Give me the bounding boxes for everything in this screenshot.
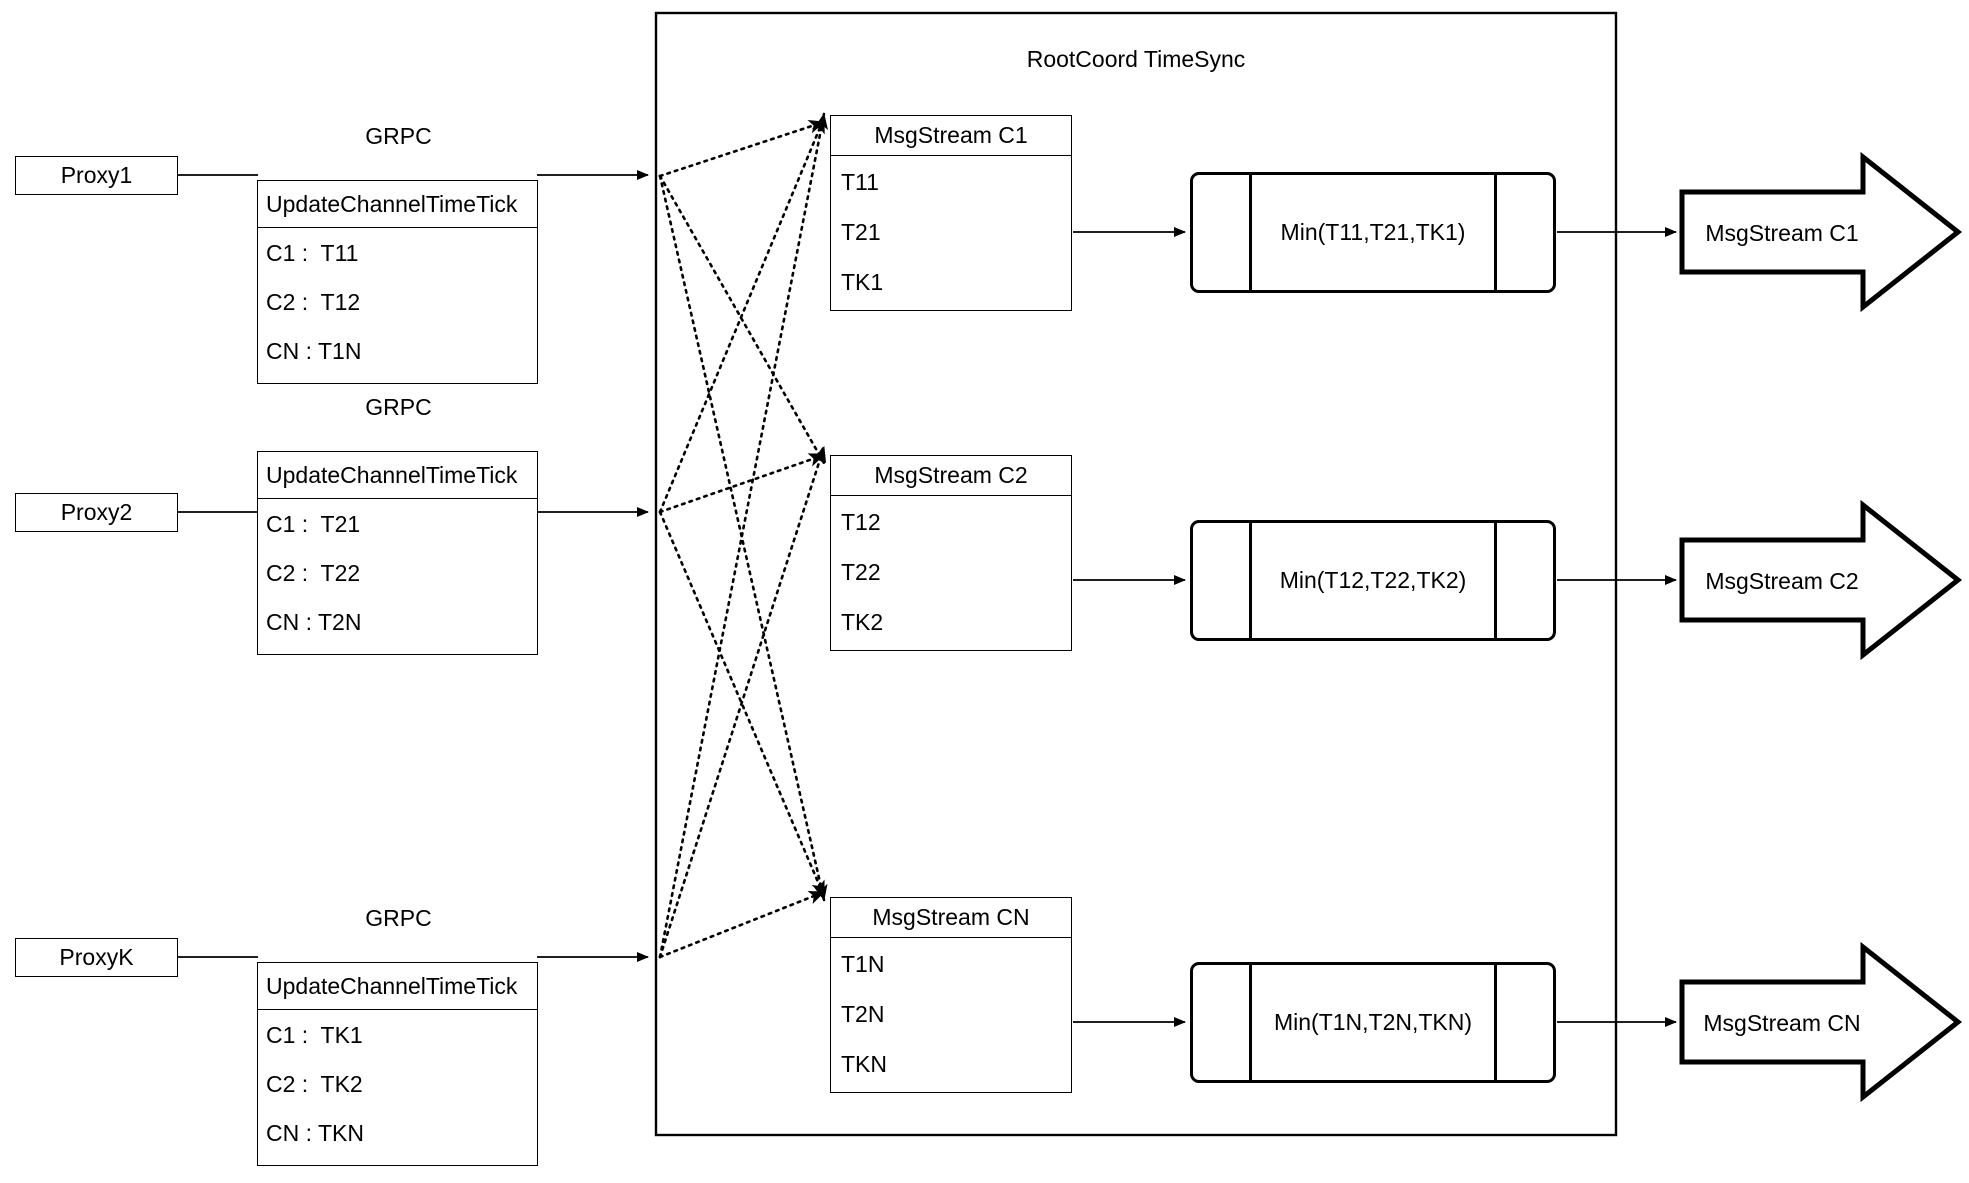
min-process-box-1: Min(T11,T21,TK1) [1190,171,1556,294]
request-box-3: UpdateChannelTimeTick C1 : TK1 C2 : TK2 … [257,962,538,1166]
request-entry: C2 : T22 [266,560,361,586]
proxy-box-2[interactable]: Proxy2 [15,493,178,532]
msgstream-tick: T21 [841,219,881,245]
request-box-2-title: UpdateChannelTimeTick [258,452,537,499]
process-bar-left-icon [1249,961,1253,1084]
dotted-pk-to-cn [658,890,826,959]
min-process-box-1-label: Min(T11,T21,TK1) [1280,219,1466,245]
process-bar-right-icon [1493,519,1497,642]
dotted-p2-to-c1 [658,116,826,514]
request-box-1-entries: C1 : T11 C2 : T12 CN : T1N [258,228,537,383]
msgstream-box-1-ticks: T11 T21 TK1 [831,156,1071,310]
dotted-p2-to-c2 [658,453,826,514]
msgstream-tick: T11 [841,169,879,195]
dotted-p1-to-c1 [658,120,826,178]
output-arrow-2-label: MsgStream C2 [1705,568,1859,594]
proxy-box-3-label: ProxyK [59,944,134,970]
msgstream-tick: T12 [841,509,881,535]
grpc-label-row-2: GRPC [365,394,432,420]
proxy-box-2-label: Proxy2 [60,499,133,525]
proxy-box-1[interactable]: Proxy1 [15,156,178,195]
msgstream-box-1-title: MsgStream C1 [831,116,1071,156]
process-bar-left-icon [1249,171,1253,294]
request-entry: C1 : T11 [266,240,359,266]
msgstream-box-3-ticks: T1N T2N TKN [831,938,1071,1092]
request-box-3-title: UpdateChannelTimeTick [258,963,537,1010]
request-entry: CN : T2N [266,609,362,635]
request-box-2: UpdateChannelTimeTick C1 : T21 C2 : T22 … [257,451,538,655]
request-entry: CN : TKN [266,1120,364,1146]
dotted-pk-to-c2 [658,445,827,959]
request-box-1-title: UpdateChannelTimeTick [258,181,537,228]
rootcoord-container-title: RootCoord TimeSync [1026,46,1246,72]
min-process-box-3-label: Min(T1N,T2N,TKN) [1273,1009,1473,1035]
process-bar-right-icon [1493,961,1497,1084]
grpc-label-row-3: GRPC [365,905,432,931]
request-box-1: UpdateChannelTimeTick C1 : T11 C2 : T12 … [257,180,538,384]
dotted-pk-to-c1 [658,112,829,959]
msgstream-box-1: MsgStream C1 T11 T21 TK1 [830,115,1072,311]
proxy-box-3[interactable]: ProxyK [15,938,178,977]
msgstream-tick: TKN [841,1051,887,1077]
request-entry: C2 : T12 [266,289,361,315]
request-entry: CN : T1N [266,338,362,364]
process-bar-left-icon [1249,519,1253,642]
grpc-label-row-1: GRPC [365,123,432,149]
msgstream-tick: TK2 [841,609,884,635]
dotted-p1-to-c2 [658,174,826,465]
msgstream-box-3-title: MsgStream CN [831,898,1071,938]
process-bar-right-icon [1493,171,1497,294]
msgstream-box-2: MsgStream C2 T12 T22 TK2 [830,455,1072,651]
msgstream-tick: T1N [841,951,885,977]
min-process-box-3: Min(T1N,T2N,TKN) [1190,961,1556,1084]
msgstream-tick: T22 [841,559,881,585]
msgstream-tick: T2N [841,1001,885,1027]
min-process-box-2: Min(T12,T22,TK2) [1190,519,1556,642]
output-arrow-1-label: MsgStream C1 [1705,220,1859,246]
dotted-p1-to-cn [658,174,828,902]
request-box-3-entries: C1 : TK1 C2 : TK2 CN : TKN [258,1010,537,1165]
msgstream-box-2-title: MsgStream C2 [831,456,1071,496]
proxy-box-1-label: Proxy1 [60,162,133,188]
msgstream-tick: TK1 [841,269,884,295]
request-entry: C1 : TK1 [266,1022,363,1048]
request-box-2-entries: C1 : T21 C2 : T22 CN : T2N [258,499,537,654]
dotted-p2-to-cn [658,510,826,898]
msgstream-box-2-ticks: T12 T22 TK2 [831,496,1071,650]
request-entry: C1 : T21 [266,511,361,537]
request-entry: C2 : TK2 [266,1071,363,1097]
output-arrow-3-label: MsgStream CN [1703,1010,1861,1036]
min-process-box-2-label: Min(T12,T22,TK2) [1279,567,1467,593]
msgstream-box-3: MsgStream CN T1N T2N TKN [830,897,1072,1093]
